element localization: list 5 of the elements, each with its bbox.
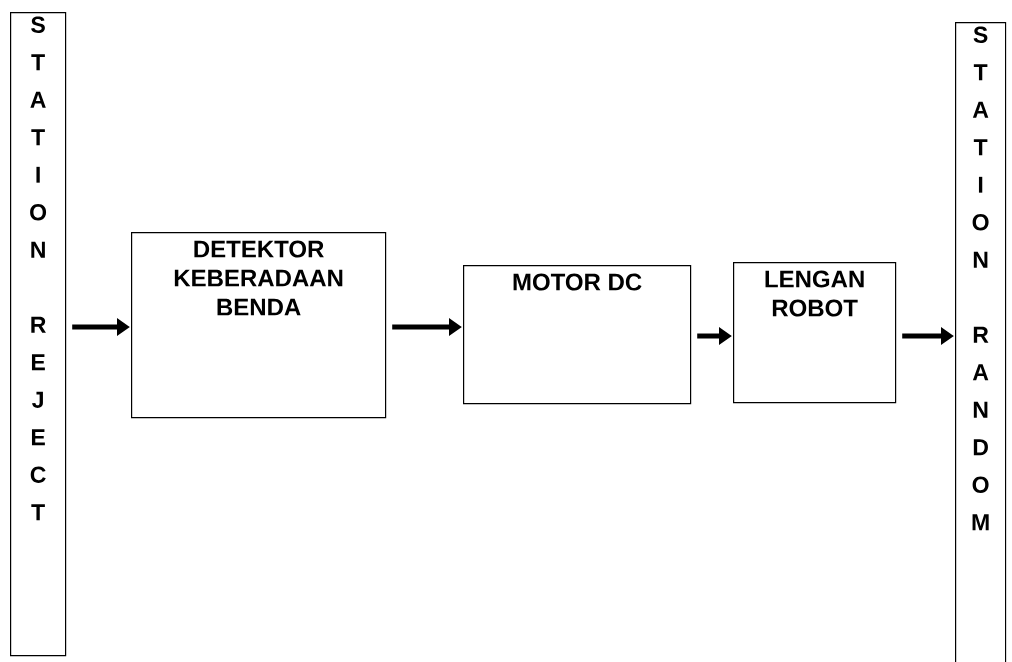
station-bar: STATION RANDOM	[955, 22, 1007, 662]
process-box: MOTOR DC	[463, 265, 692, 405]
station-bar: STATION REJECT	[10, 12, 67, 657]
process-box: LENGAN ROBOT	[733, 262, 897, 404]
process-box: DETEKTOR KEBERADAAN BENDA	[131, 232, 387, 419]
